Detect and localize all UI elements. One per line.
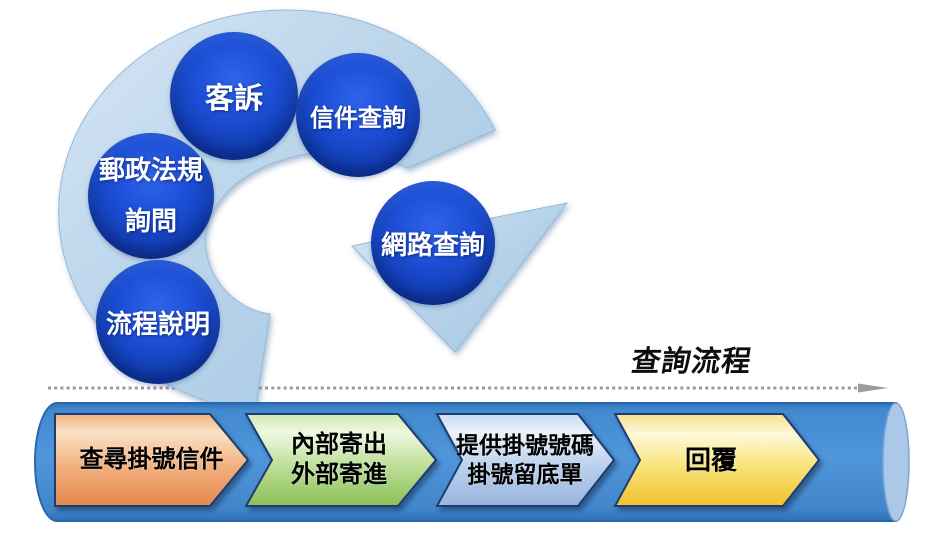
cycle-bubble-label: 郵政法規 詢問 (98, 155, 203, 236)
cycle-bubble-label: 流程說明 (105, 308, 210, 339)
step-chevron-provide-registration-number (435, 413, 616, 507)
cycle-bubble-label: 網路查詢 (380, 229, 485, 260)
cycle-bubble-mail-inquiry: 信件查詢 (296, 53, 420, 177)
step-chevron-reply (613, 413, 821, 507)
step-chevron-search-registered-mail (54, 413, 250, 507)
flow-dotted-arrow-head-icon (858, 383, 888, 393)
flow-title: 查詢流程 (628, 346, 755, 378)
step-label-internal-external-mail: 內部寄出 外部寄進 (291, 431, 387, 488)
cycle-bubble-web-inquiry: 網路查詢 (371, 181, 495, 305)
step-label-search-registered-mail: 查尋掛號信件 (79, 446, 224, 473)
cycle-bubble-complaint: 客訴 (170, 32, 298, 160)
cycle-bubble-label: 信件查詢 (310, 104, 406, 132)
cycle-bubble-process-description: 流程說明 (96, 260, 220, 384)
step-label-reply: 回覆 (684, 444, 737, 475)
cycle-bubble-postal-regulation-inquiry: 郵政法規 詢問 (88, 133, 214, 259)
step-chevron-internal-external-mail (244, 413, 438, 507)
cylinder-end-cap (882, 402, 910, 522)
cycle-bubble-label: 客訴 (204, 83, 263, 115)
step-label-provide-registration-number: 提供掛號號碼 掛號留底單 (456, 432, 594, 487)
